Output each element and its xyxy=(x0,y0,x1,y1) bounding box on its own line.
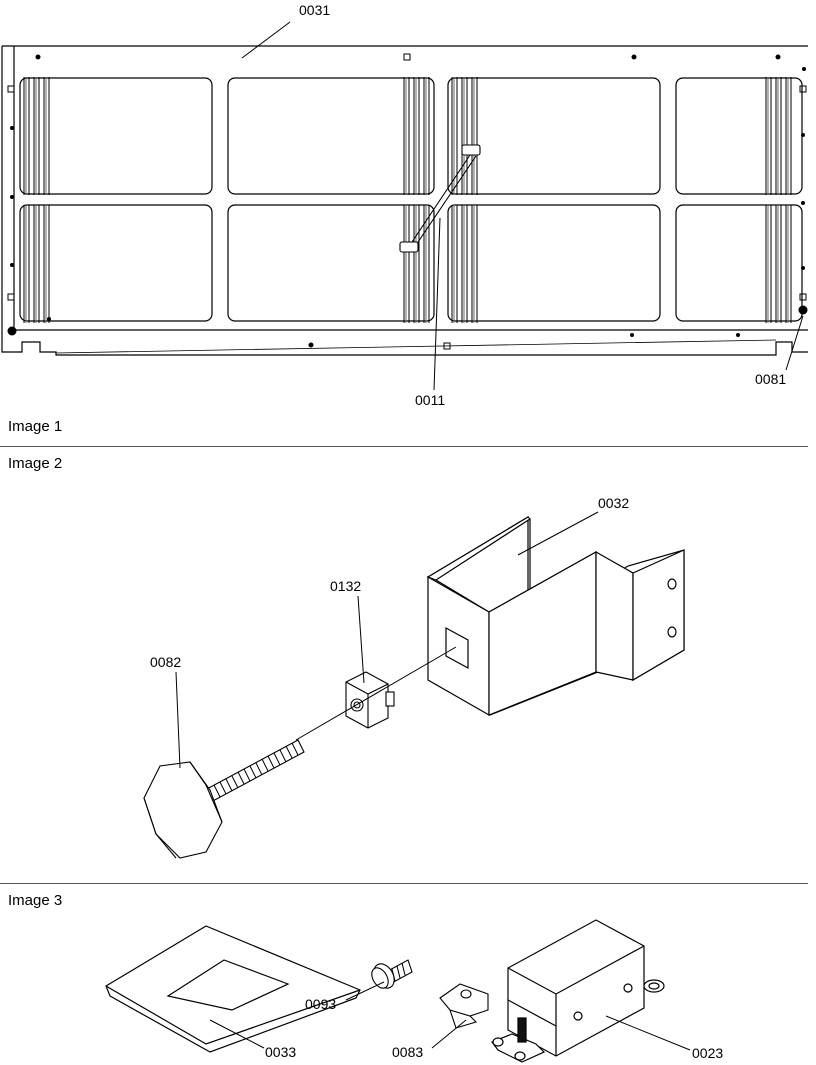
part-number-0093: 0093 xyxy=(305,996,336,1012)
leader-0082 xyxy=(175,671,181,769)
leader-0031 xyxy=(241,21,291,59)
section-divider-1 xyxy=(0,446,808,447)
leader-0033 xyxy=(209,1019,265,1049)
part-number-0023: 0023 xyxy=(692,1045,723,1061)
leader-0032 xyxy=(517,511,599,556)
image-3-label: Image 3 xyxy=(8,892,63,909)
clip-0083 xyxy=(439,983,489,1029)
grille-panel xyxy=(1,45,808,356)
screw-0093 xyxy=(371,959,413,989)
image-2-label: Image 2 xyxy=(8,455,63,472)
part-number-0032: 0032 xyxy=(598,495,629,511)
panel-holes xyxy=(7,54,808,348)
panel-square-holes xyxy=(7,53,807,350)
section-divider-2 xyxy=(0,883,808,884)
grille-strap xyxy=(399,144,481,253)
assembly-axis-line xyxy=(295,646,457,741)
part-number-0033: 0033 xyxy=(265,1044,296,1060)
leader-0081 xyxy=(785,315,804,371)
leader-0011 xyxy=(433,217,441,391)
part-number-0011: 0011 xyxy=(415,392,445,408)
part-number-0031: 0031 xyxy=(299,2,330,18)
part-number-0132: 0132 xyxy=(330,578,361,594)
part-number-0082: 0082 xyxy=(150,654,181,670)
bracket-0032 xyxy=(426,515,685,717)
plate-0033 xyxy=(105,925,361,1053)
thumb-screw-0082 xyxy=(143,739,305,859)
switch-box-0023 xyxy=(491,919,665,1063)
leader-0093 xyxy=(345,981,385,1001)
leader-0023 xyxy=(605,1015,691,1051)
part-number-0081: 0081 xyxy=(755,371,786,387)
leader-0132 xyxy=(357,595,365,684)
part-number-0083: 0083 xyxy=(392,1044,423,1060)
leader-0083 xyxy=(431,1019,467,1049)
clip-nut-0132 xyxy=(345,671,395,729)
image-1-label: Image 1 xyxy=(8,418,63,435)
